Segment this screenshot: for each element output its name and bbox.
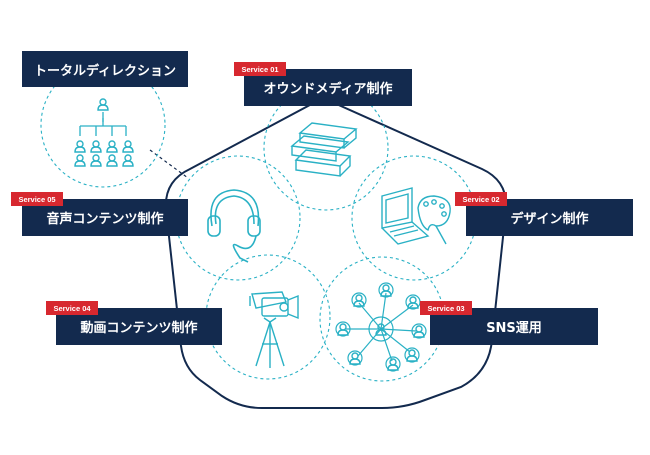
service-04-badge: Service 04 — [46, 301, 98, 315]
circle-service-05 — [175, 155, 301, 281]
video-camera-icon — [249, 291, 299, 368]
laptop-palette-icon — [381, 187, 451, 245]
circle-service-04 — [205, 254, 331, 380]
overview-label: トータルディレクション — [22, 51, 188, 87]
service-05-badge: Service 05 — [11, 192, 63, 206]
overview-connector — [149, 149, 189, 179]
headphones-icon — [207, 189, 261, 263]
circle-overview — [40, 62, 166, 188]
service-05-label: 音声コンテンツ制作 — [22, 199, 188, 236]
service-03-badge: Service 03 — [420, 301, 472, 315]
books-icon — [290, 122, 358, 177]
service-02-badge: Service 02 — [455, 192, 507, 206]
pentagon-frame — [164, 96, 508, 409]
service-02-label: デザイン制作 — [466, 199, 633, 236]
circle-service-01 — [263, 85, 389, 211]
social-network-icon — [335, 282, 427, 372]
service-01-badge: Service 01 — [234, 62, 286, 76]
circle-service-02 — [351, 155, 477, 281]
org-chart-icon — [74, 98, 134, 167]
